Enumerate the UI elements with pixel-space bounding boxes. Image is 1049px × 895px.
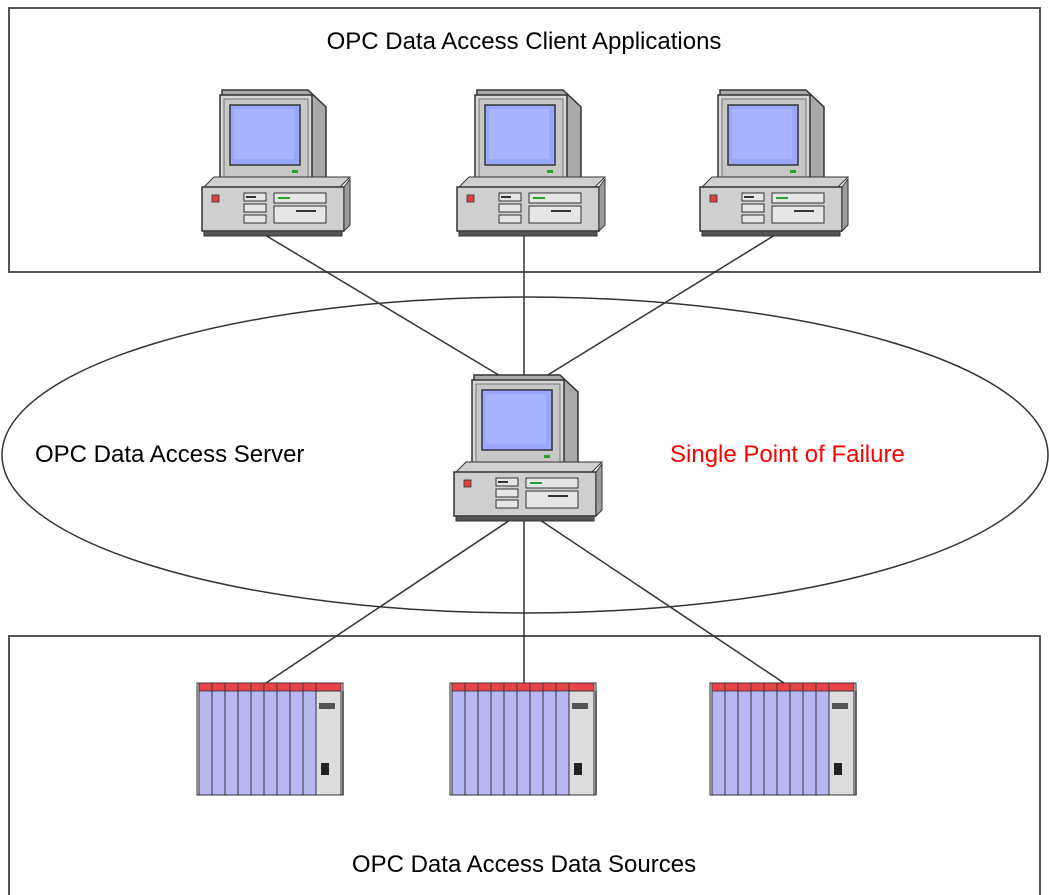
link-source-right [539, 519, 785, 684]
plc-rack-icon [709, 682, 857, 796]
link-client-right [537, 234, 776, 382]
single-point-of-failure-label: Single Point of Failure [670, 441, 905, 468]
link-source-left [265, 519, 511, 684]
desktop-computer-icon [699, 89, 849, 237]
desktop-computer-icon [453, 374, 603, 522]
plc-rack-icon [449, 682, 597, 796]
server-ellipse [1, 296, 1049, 614]
desktop-computer-icon [456, 89, 606, 237]
clients-title: OPC Data Access Client Applications [326, 28, 722, 55]
plc-rack-icon [196, 682, 344, 796]
link-client-left [264, 234, 513, 384]
server-label: OPC Data Access Server [35, 441, 305, 468]
sources-title: OPC Data Access Data Sources [351, 851, 697, 878]
desktop-computer-icon [201, 89, 351, 237]
connection-lines [264, 234, 785, 684]
